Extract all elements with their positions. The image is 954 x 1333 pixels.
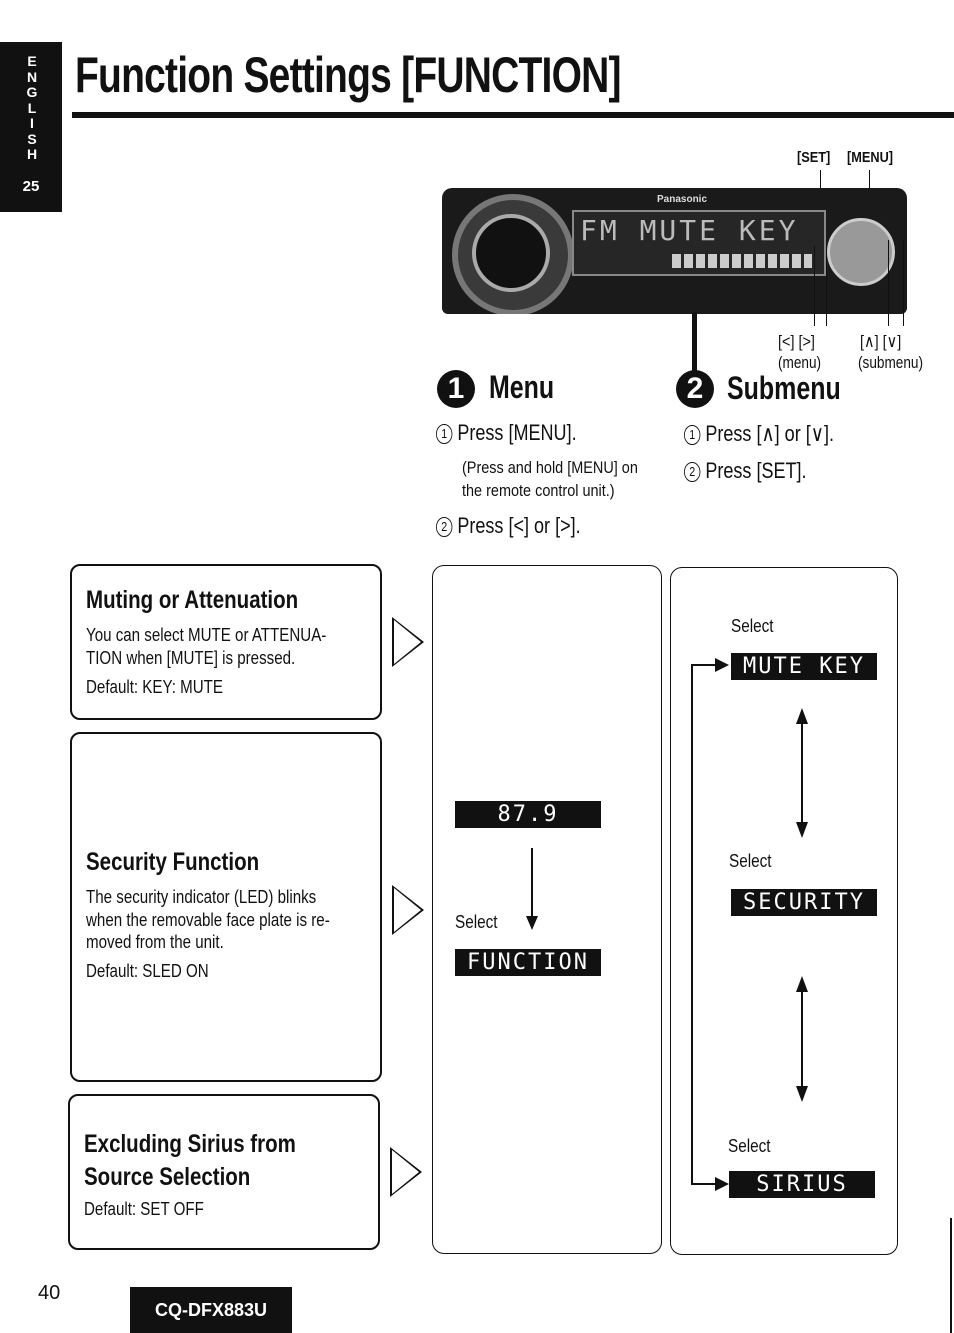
loop-line-top: [691, 664, 717, 666]
brand-logo: Panasonic: [657, 194, 708, 205]
display-frequency: 87.9: [455, 801, 601, 828]
security-heading: Security Function: [86, 848, 260, 876]
left-right-sub: (menu): [778, 353, 822, 372]
muting-default: Default: KEY: MUTE: [86, 677, 223, 697]
circled-two-icon: 2: [684, 462, 701, 482]
muting-heading: Muting or Attenuation: [86, 586, 299, 614]
muting-box: Muting or Attenuation You can select MUT…: [70, 564, 382, 720]
muting-description: You can select MUTE or ATTENUA- TION whe…: [86, 625, 327, 668]
display-function: FUNCTION: [455, 949, 601, 976]
circled-one-icon: 1: [436, 424, 453, 444]
security-default: Default: SLED ON: [86, 961, 209, 981]
arrow-up-icon: [796, 708, 808, 724]
arrow-right-icon: [392, 885, 424, 935]
submenu-select-label-1: Select: [731, 616, 774, 636]
loop-line: [691, 664, 693, 1184]
sirius-default: Default: SET OFF: [84, 1199, 204, 1219]
menu-label: [MENU]: [847, 149, 894, 166]
arrow-down-icon: [796, 1086, 808, 1102]
volume-knob: [472, 214, 550, 292]
step1-number: 1: [437, 370, 475, 408]
menu-select-label: Select: [455, 912, 498, 932]
updown-arrow-line-2: [801, 984, 803, 1088]
left-right-label: [<] [>]: [778, 332, 815, 351]
display-sirius: SIRIUS: [729, 1171, 875, 1198]
arrow-right-icon: [392, 617, 424, 667]
sirius-box: Excluding Sirius from Source Selection D…: [68, 1094, 380, 1250]
section-number: 25: [0, 172, 62, 212]
arrow-down-icon: [526, 916, 538, 930]
ud-leader-line-2: [903, 240, 904, 326]
sirius-heading: Excluding Sirius from Source Selection: [84, 1130, 296, 1191]
submenu-flow-panel: Select MUTE KEY Select SECURITY Select S…: [670, 567, 898, 1255]
arrow-up-icon: [796, 976, 808, 992]
menu-leader-line: [869, 170, 870, 200]
menu-heading: Menu: [489, 369, 555, 405]
model-badge: CQ-DFX883U: [130, 1287, 292, 1333]
up-down-label: [∧] [∨]: [860, 332, 902, 351]
display-security: SECURITY: [731, 889, 877, 916]
joystick-button: [827, 218, 895, 286]
submenu-heading: Submenu: [727, 370, 841, 406]
updown-arrow-line-1: [801, 716, 803, 828]
step2-pointer-line: [692, 312, 697, 382]
down-arrow-line: [531, 848, 533, 920]
arrow-right-icon: [390, 1147, 422, 1197]
circled-two-icon: 2: [436, 517, 453, 537]
submenu-select-label-3: Select: [728, 1136, 771, 1156]
ud-leader-line: [888, 240, 889, 326]
lr-leader-line-2: [826, 246, 827, 326]
set-label: [SET]: [797, 149, 831, 166]
security-box: Security Function The security indicator…: [70, 732, 382, 1082]
title-rule: [72, 112, 954, 118]
level-meter: [672, 254, 812, 268]
lr-leader-line: [814, 246, 815, 326]
page-number: 40: [38, 1282, 61, 1304]
device-display-text: FM MUTE KEY: [580, 214, 799, 247]
step2-number: 2: [676, 370, 714, 408]
security-description: The security indicator (LED) blinks when…: [86, 887, 330, 952]
loop-line-bottom: [691, 1183, 717, 1185]
menu-note: (Press and hold [MENU] on the remote con…: [462, 458, 638, 500]
menu-flow-panel: 87.9 Select FUNCTION: [432, 565, 662, 1254]
up-down-sub: (submenu): [858, 353, 924, 372]
arrow-right-icon: [715, 658, 729, 672]
arrow-right-icon: [715, 1177, 729, 1191]
arrow-down-icon: [796, 822, 808, 838]
head-unit-image: Panasonic FM MUTE KEY: [442, 188, 907, 314]
circled-one-icon: 1: [684, 425, 701, 445]
display-mute-key: MUTE KEY: [731, 653, 877, 680]
submenu-select-label-2: Select: [729, 851, 772, 871]
edge-mark: [950, 1218, 952, 1333]
page-title: Function Settings [FUNCTION]: [75, 47, 622, 103]
language-letters: E N G L I S H: [26, 53, 38, 162]
